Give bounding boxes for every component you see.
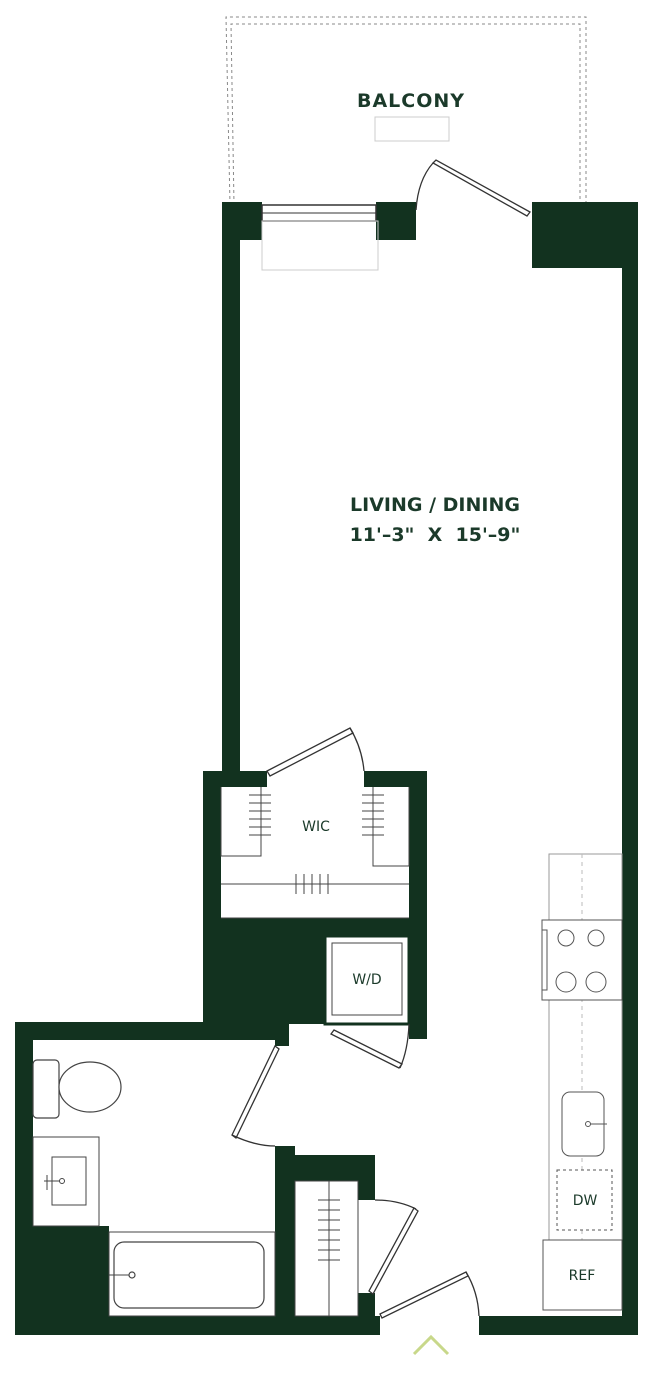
- ref-label: REF: [569, 1268, 596, 1284]
- refrigerator: [542, 1239, 623, 1311]
- wic-door[interactable]: [266, 727, 365, 777]
- wic-shelving: [220, 787, 410, 919]
- linen-closet: [294, 1180, 359, 1317]
- balcony: [225, 16, 587, 206]
- walls: [15, 202, 638, 1335]
- dw-label: DW: [573, 1193, 598, 1209]
- wd-label: W/D: [352, 972, 381, 988]
- bath-door[interactable]: [231, 1045, 280, 1147]
- balcony-window: [261, 204, 379, 271]
- vanity: [32, 1136, 100, 1227]
- dishwasher: [556, 1169, 613, 1231]
- bathtub: [108, 1231, 276, 1317]
- entry-door[interactable]: [379, 1271, 480, 1319]
- wd-door[interactable]: [330, 1023, 410, 1069]
- kitchen-sink: [561, 1091, 607, 1157]
- washer-dryer: [323, 934, 411, 1026]
- toilet: [32, 1059, 122, 1119]
- wic-label: WIC: [302, 819, 330, 835]
- closet-door[interactable]: [368, 1199, 419, 1295]
- cooktop: [541, 919, 623, 1001]
- balcony-door[interactable]: [415, 159, 531, 217]
- chevron-up-icon: [412, 1334, 450, 1356]
- balcony-label: BALCONY: [357, 90, 465, 112]
- living-label: LIVING / DINING: [350, 494, 520, 516]
- living-dimensions: 11'–3" X 15'–9": [350, 524, 521, 546]
